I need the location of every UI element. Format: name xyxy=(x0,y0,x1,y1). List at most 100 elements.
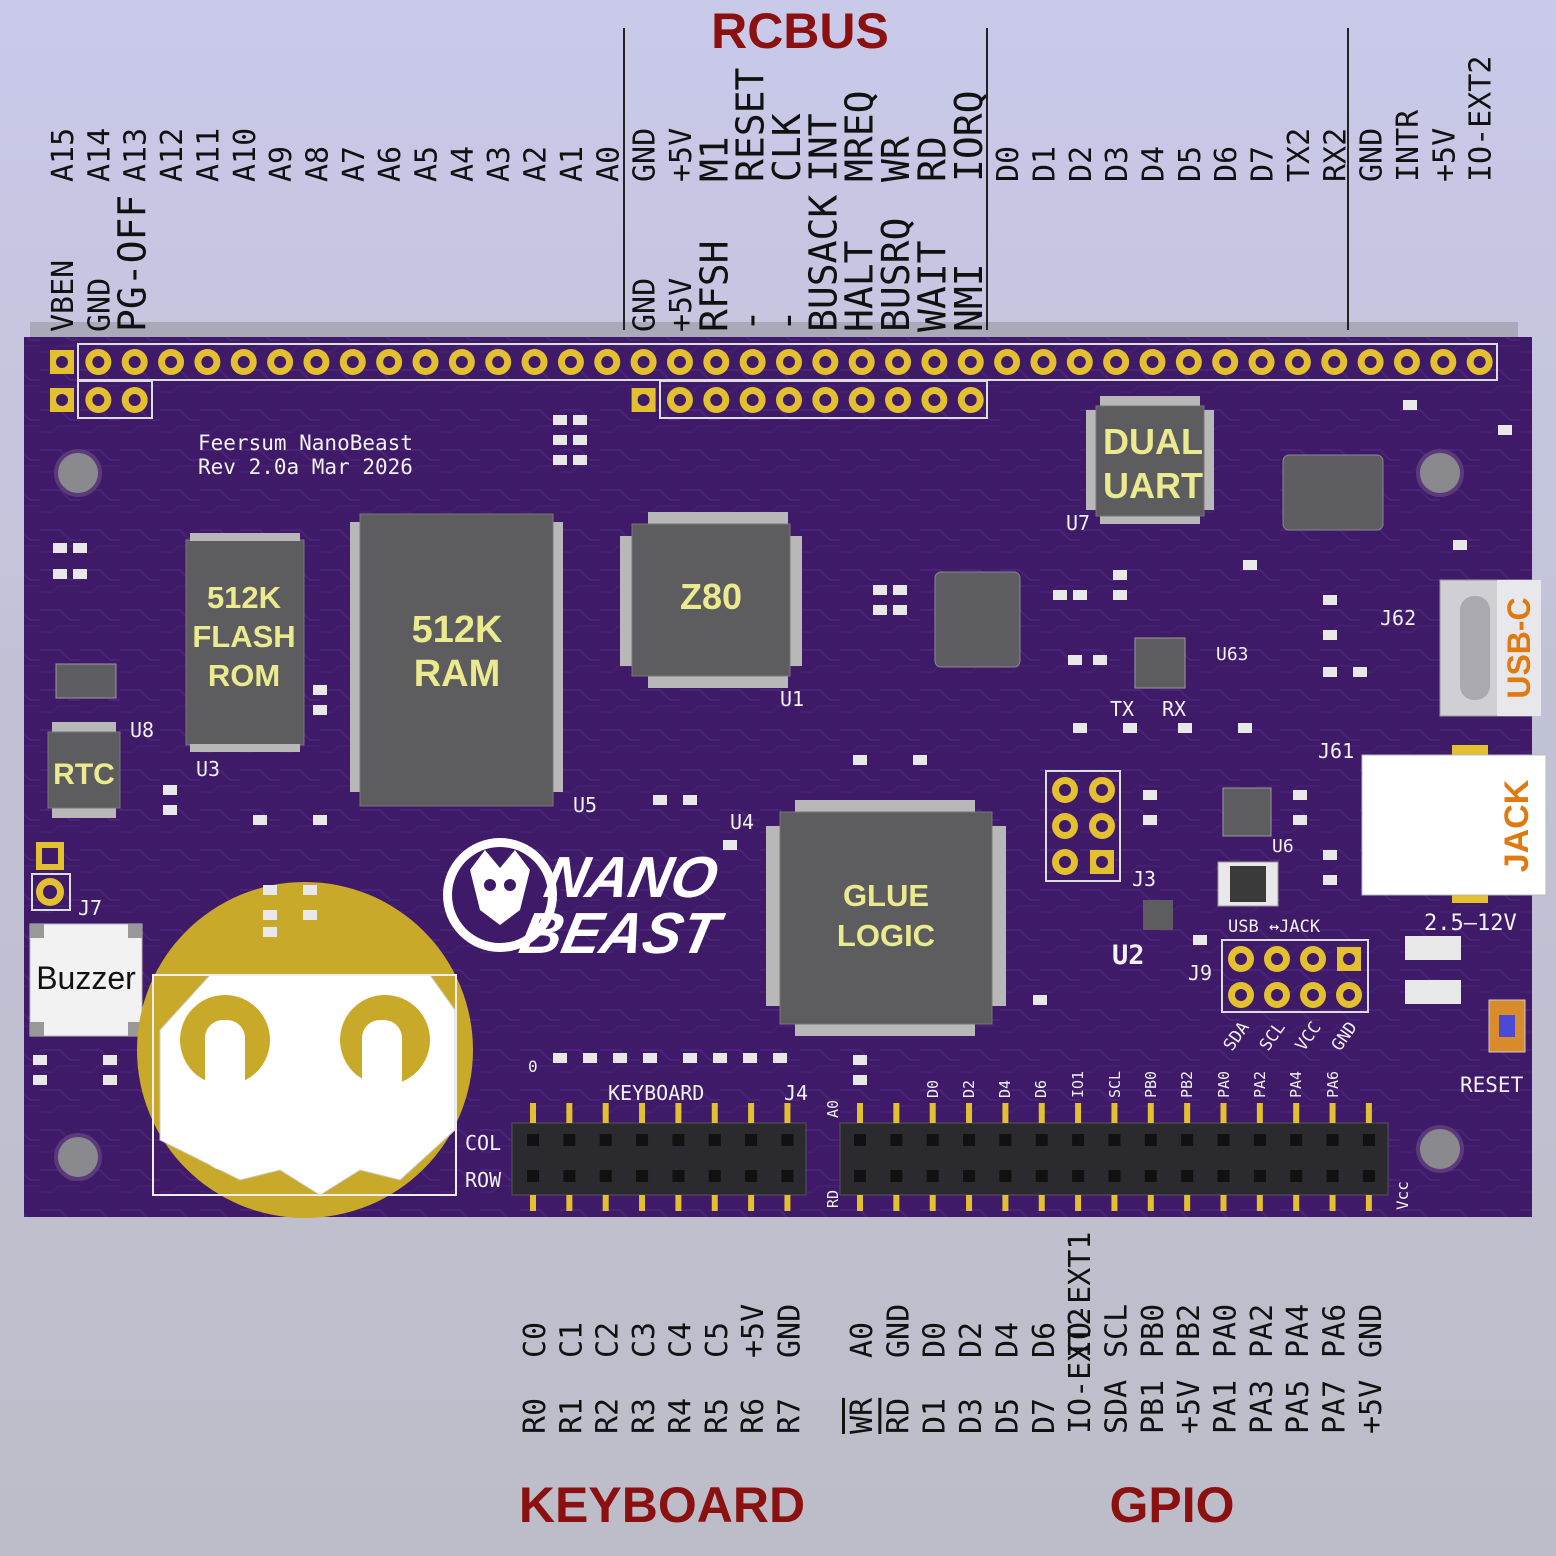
header-pin xyxy=(926,1170,939,1182)
header-pin-lead xyxy=(1075,1103,1082,1123)
mounting-hole xyxy=(1416,1125,1464,1173)
header-pin-lead xyxy=(966,1103,973,1123)
j3-pads xyxy=(1052,777,1115,875)
power-component-body xyxy=(1230,866,1266,902)
header-pin xyxy=(636,1134,649,1146)
header-pin xyxy=(1217,1170,1230,1182)
rcbus-pad-hole xyxy=(274,356,287,368)
rcbus-top-label: A14 xyxy=(82,128,117,182)
smd-pad xyxy=(1323,850,1337,860)
battery-holder xyxy=(137,882,473,1218)
header-pin xyxy=(527,1134,539,1146)
smd-pad xyxy=(1178,723,1192,733)
rcbus-right-header-outline xyxy=(659,380,988,419)
smd-pad xyxy=(1293,790,1307,800)
smd-pad xyxy=(1243,560,1257,570)
side-component xyxy=(1405,936,1461,960)
uart-label-2: UART xyxy=(1103,465,1203,506)
smd-pad xyxy=(103,1055,117,1065)
gpio-top-label: IO-EXT1 xyxy=(1063,1232,1098,1358)
rcbus-bottom-label: VBEN xyxy=(46,260,81,332)
header-pin xyxy=(563,1170,576,1182)
rcbus-pad-hole xyxy=(128,356,141,368)
header-pin xyxy=(527,1170,539,1182)
logo-line-2: BEAST xyxy=(514,902,728,966)
u8-part xyxy=(55,663,117,699)
usb-jack-label: USB ↔JACK xyxy=(1228,917,1321,937)
header-pin xyxy=(672,1170,685,1182)
dc-jack: JACK xyxy=(1361,745,1547,903)
rcbus-top-label: D5 xyxy=(1173,146,1208,182)
j9-outline xyxy=(1221,939,1369,1013)
j9-pad-hole xyxy=(1235,989,1247,1001)
rcbus-pad-hole xyxy=(92,356,105,368)
header-pin-lead xyxy=(1329,1195,1336,1211)
j7-pad-hole xyxy=(42,848,58,864)
j9-pad-hole xyxy=(1343,989,1355,1001)
gpio-top-label: SCL xyxy=(1099,1304,1134,1358)
smd-pad xyxy=(1033,995,1047,1005)
rcbus-pad-hole xyxy=(601,356,614,368)
rcbus-pad-hole xyxy=(165,356,178,368)
header-pin xyxy=(708,1170,721,1182)
gpio-bottom-label: PA7 xyxy=(1318,1380,1353,1434)
rtc-label: RTC xyxy=(53,758,115,791)
gpio-silk-labels: D0 D2 D4 D6 IO1 SCL PB0 PB2 PA0 PA2 PA4 … xyxy=(924,1071,1342,1098)
header-pin xyxy=(1072,1170,1085,1182)
header-pin-lead xyxy=(1256,1195,1263,1211)
rcbus-pad-hole xyxy=(637,356,650,368)
rcbus-top-label: A7 xyxy=(337,146,372,182)
rcbus-top-label: MREQ xyxy=(838,90,882,182)
smd-pad xyxy=(893,605,907,615)
rcbus-top-label: M1 xyxy=(692,136,736,182)
board-name-text: Feersum NanoBeast xyxy=(198,431,413,455)
header-pin-lead xyxy=(566,1103,573,1123)
rcbus-top-label: IORQ xyxy=(947,90,991,182)
gpio-top-label: PA6 xyxy=(1318,1304,1353,1358)
smd-pad xyxy=(303,885,317,895)
header-pin-lead xyxy=(1220,1103,1227,1123)
smd-pad xyxy=(573,435,587,445)
keyboard-top-label: C4 xyxy=(663,1322,698,1358)
buzzer-label: Buzzer xyxy=(36,960,136,996)
keyboard-top-label: C0 xyxy=(518,1322,553,1358)
header-pin-lead xyxy=(1147,1195,1154,1211)
rcbus-bottom-label: GND xyxy=(628,278,663,332)
rcbus-left-header-outline xyxy=(77,380,153,419)
gpio-bottom-label: PA5 xyxy=(1281,1380,1316,1434)
header-pin xyxy=(636,1170,649,1182)
rcbus-bottom-label: HALT xyxy=(838,240,882,332)
gpio-bottom-label: D7 xyxy=(1027,1398,1062,1434)
smd-pad xyxy=(853,755,867,765)
header-pin-lead xyxy=(929,1195,936,1211)
rcbus-pad-hole xyxy=(1146,356,1159,368)
header-pin xyxy=(999,1170,1012,1182)
j9-pad-hole xyxy=(1271,989,1283,1001)
header-pin xyxy=(563,1134,576,1146)
header-pin-lead xyxy=(675,1103,682,1123)
header-pin-lead xyxy=(602,1103,609,1123)
rcbus-pad-hole xyxy=(455,356,468,368)
header-pin-lead xyxy=(1329,1103,1336,1123)
smd-pad xyxy=(683,1053,697,1063)
gpio-top-label: A0 xyxy=(845,1322,880,1358)
keyboard-top-label: C1 xyxy=(554,1322,589,1358)
rcbus-pad-hole xyxy=(783,356,795,368)
smd-pad xyxy=(1053,590,1067,600)
smd-pad xyxy=(573,415,587,425)
ref-u2: U2 xyxy=(1112,940,1145,971)
rcbus-pad-hole xyxy=(855,356,868,368)
j7-pad-hole xyxy=(43,885,57,899)
board-revision-text: Rev 2.0a Mar 2026 xyxy=(198,455,413,479)
header-pin xyxy=(1326,1170,1339,1182)
smd-pad xyxy=(723,840,737,850)
ref-u8: U8 xyxy=(130,718,154,742)
keyboard-top-label: GND xyxy=(772,1304,807,1358)
header-pin-lead xyxy=(893,1195,900,1211)
reset-button[interactable] xyxy=(1488,999,1526,1053)
header-pin-lead xyxy=(784,1103,791,1123)
smd-pad xyxy=(253,815,267,825)
gpio-top-label: D4 xyxy=(990,1322,1025,1358)
